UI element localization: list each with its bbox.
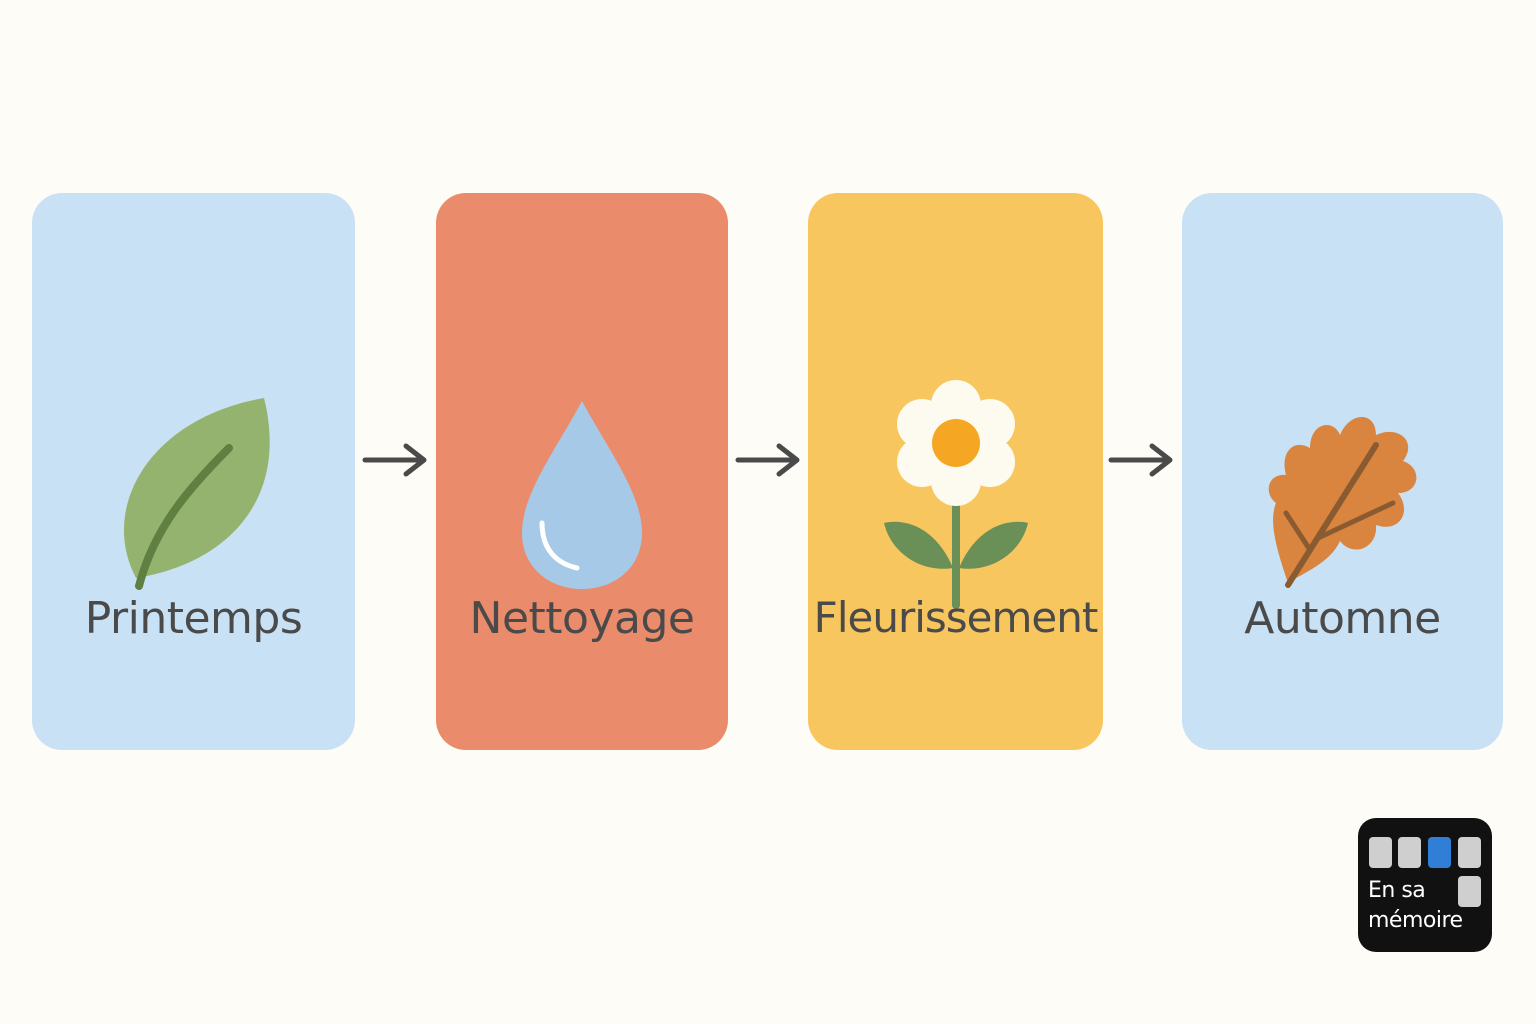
logo-line-2: mémoire [1368,908,1463,933]
step-card-printemps: Printemps [32,193,355,750]
step-label: Automne [1244,593,1441,644]
arrow-right-icon [362,443,427,477]
flower-icon [883,380,1028,609]
step-card-fleurissement: Fleurissement [808,193,1103,750]
step-label: Fleurissement [813,593,1099,642]
logo-text: En sa mémoire [1368,876,1463,936]
logo-block [1458,837,1481,868]
logo-block-accent [1428,837,1451,868]
leaf-icon [123,398,270,590]
logo-line-1: En sa [1368,878,1426,903]
logo-block [1458,876,1481,907]
logo-block [1398,837,1421,868]
step-card-nettoyage: Nettoyage [436,193,728,750]
brand-logo: En sa mémoire [1358,818,1492,952]
arrow-right-icon [735,443,800,477]
step-label: Nettoyage [469,593,695,644]
logo-block [1369,837,1392,868]
water-drop-icon [522,401,642,589]
step-card-automne: Automne [1182,193,1503,750]
step-label: Printemps [84,593,303,644]
oak-leaf-icon [1268,417,1416,588]
arrow-right-icon [1108,443,1173,477]
